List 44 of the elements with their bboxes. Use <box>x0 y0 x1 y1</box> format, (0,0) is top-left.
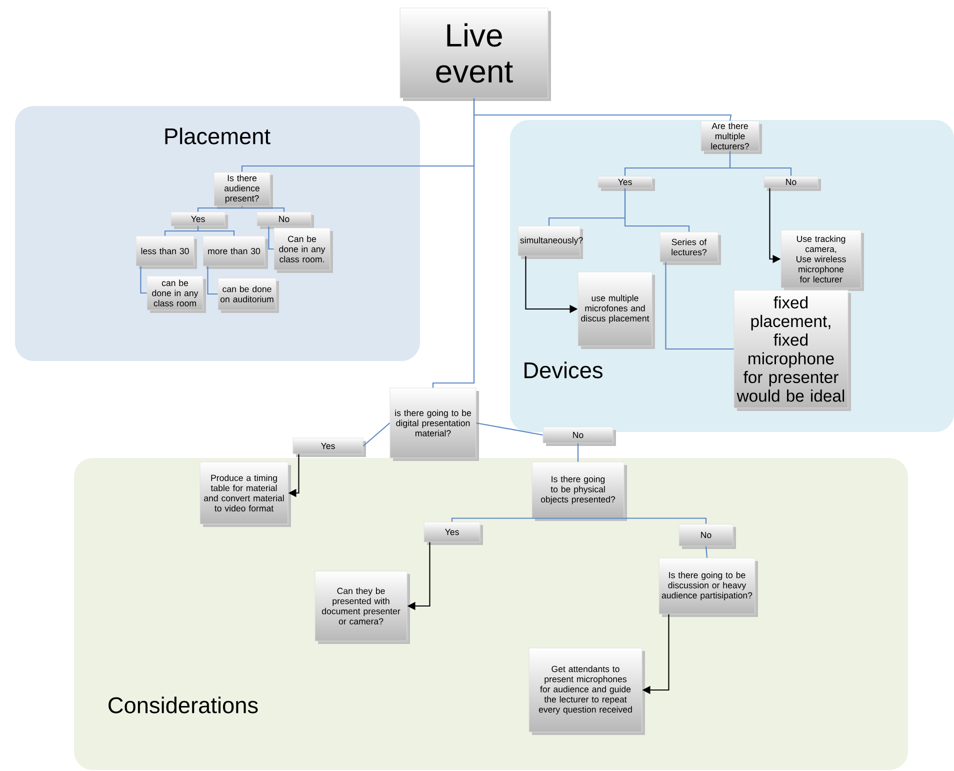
option-box: Yes <box>424 522 483 545</box>
option-box: Yes <box>170 212 228 229</box>
connector <box>207 266 218 295</box>
title-box: Live event <box>400 8 551 101</box>
connector <box>729 151 792 176</box>
connector <box>241 206 285 212</box>
connector <box>451 518 578 522</box>
connector <box>268 226 274 250</box>
outcome-box: use multiple microfones and discus placement <box>578 272 655 349</box>
panel-title: Considerations <box>108 696 258 714</box>
option-box: less than 30 <box>136 236 197 269</box>
option-box: Yes <box>598 176 655 191</box>
question-box: Is there audience present? <box>214 172 273 209</box>
connector <box>577 443 579 462</box>
panel-title: Devices <box>524 362 602 378</box>
question-box: Is there going to be discussion or heavy audience partisipation? <box>658 558 758 617</box>
option-box: No <box>678 524 736 549</box>
connector <box>624 188 690 232</box>
connector <box>432 98 475 388</box>
connector <box>362 422 390 446</box>
outcome-box: Use tracking camera, Use wireless microphone for lecturer <box>780 230 864 291</box>
option-box: No <box>764 176 821 191</box>
question-box: Can they be presented with document presenter or camera? <box>314 570 410 644</box>
option-box: No <box>256 212 314 229</box>
question-box: Series of lectures? <box>660 232 721 265</box>
connector <box>140 266 147 294</box>
outcome-box: can be done in any class room <box>146 276 206 313</box>
option-box: Yes <box>292 438 366 457</box>
question-box: Is there going to be physical objects presented? <box>532 462 627 521</box>
connector <box>705 546 708 558</box>
connector <box>578 518 707 524</box>
outcome-box: Get attendants to present microphones for audience and guide the lecturer to repeat every question received <box>528 648 645 735</box>
outcome-box: can be done on auditorium <box>218 278 279 313</box>
question-box: Are there multiple lecturers? <box>700 120 762 154</box>
option-box: more than 30 <box>202 236 268 269</box>
connector <box>197 226 235 236</box>
connector <box>665 262 734 350</box>
question-box: is there going to be digital presentation material? <box>390 388 479 461</box>
connector <box>197 206 243 212</box>
panel-title: Placement <box>165 128 270 144</box>
option-box: No <box>542 426 616 446</box>
connector <box>476 422 543 436</box>
question-box: simultaneously? <box>518 226 583 259</box>
outcome-box: Produce a timing table for material and convert material to video format <box>200 462 291 527</box>
